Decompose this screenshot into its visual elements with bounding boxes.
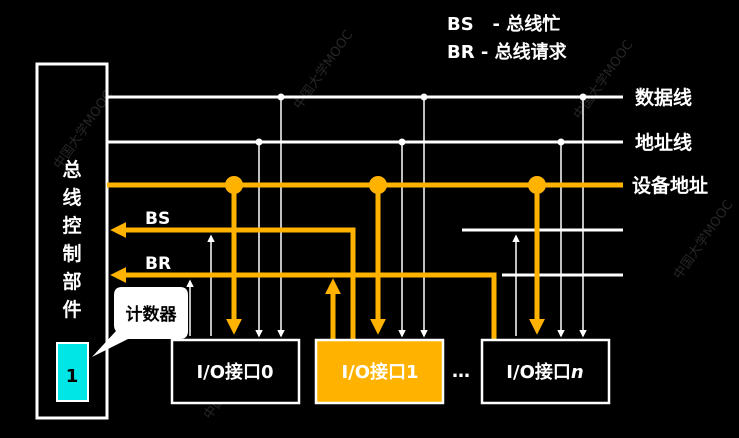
counter-value: 1	[66, 366, 79, 387]
counter-callout	[92, 287, 188, 357]
device-address-junctions	[225, 176, 546, 194]
legend-bs: BS - 总线忙	[447, 13, 560, 35]
watermark: 中国大学MOOC	[670, 197, 736, 282]
br-line	[110, 266, 497, 340]
ellipsis: …	[452, 361, 470, 382]
controller-char: 件	[62, 298, 81, 321]
bus-controller-label: 总 线 控 制 部 件	[62, 158, 81, 321]
io-interface-n-suffix: n	[571, 362, 584, 383]
br-label: BR	[145, 254, 171, 274]
bs-br-active	[110, 221, 497, 340]
io-interface-0	[170, 338, 301, 405]
controller-char: 线	[62, 186, 81, 209]
controller-char: 部	[62, 270, 81, 293]
io-interface-1	[314, 338, 445, 405]
watermark: 中国大学MOOC	[290, 27, 356, 112]
counter-label: 计数器	[126, 304, 178, 325]
io-interface-n-text: I/O接口	[506, 361, 571, 383]
controller-char: 控	[62, 214, 81, 237]
interface-connectors	[186, 97, 587, 338]
data-line-label: 数据线	[635, 86, 692, 109]
device-address-label: 设备地址	[632, 174, 708, 197]
watermark: 中国大学MOOC	[570, 37, 636, 122]
legend-br: BR - 总线请求	[447, 41, 568, 63]
io-interface-1-label: I/O接口1	[341, 361, 418, 383]
bs-label: BS	[145, 209, 170, 229]
address-line-label: 地址线	[635, 131, 692, 154]
bus-controller-box	[35, 62, 109, 420]
bs-line	[110, 221, 356, 340]
controller-char: 总	[62, 158, 81, 181]
io-interface-0-label: I/O接口0	[196, 361, 273, 383]
controller-char: 制	[62, 242, 81, 265]
io-interface-n	[480, 338, 611, 405]
bus-lines	[107, 95, 623, 277]
counter-box	[56, 342, 89, 402]
io-interface-n-label: I/O接口n	[506, 361, 583, 383]
